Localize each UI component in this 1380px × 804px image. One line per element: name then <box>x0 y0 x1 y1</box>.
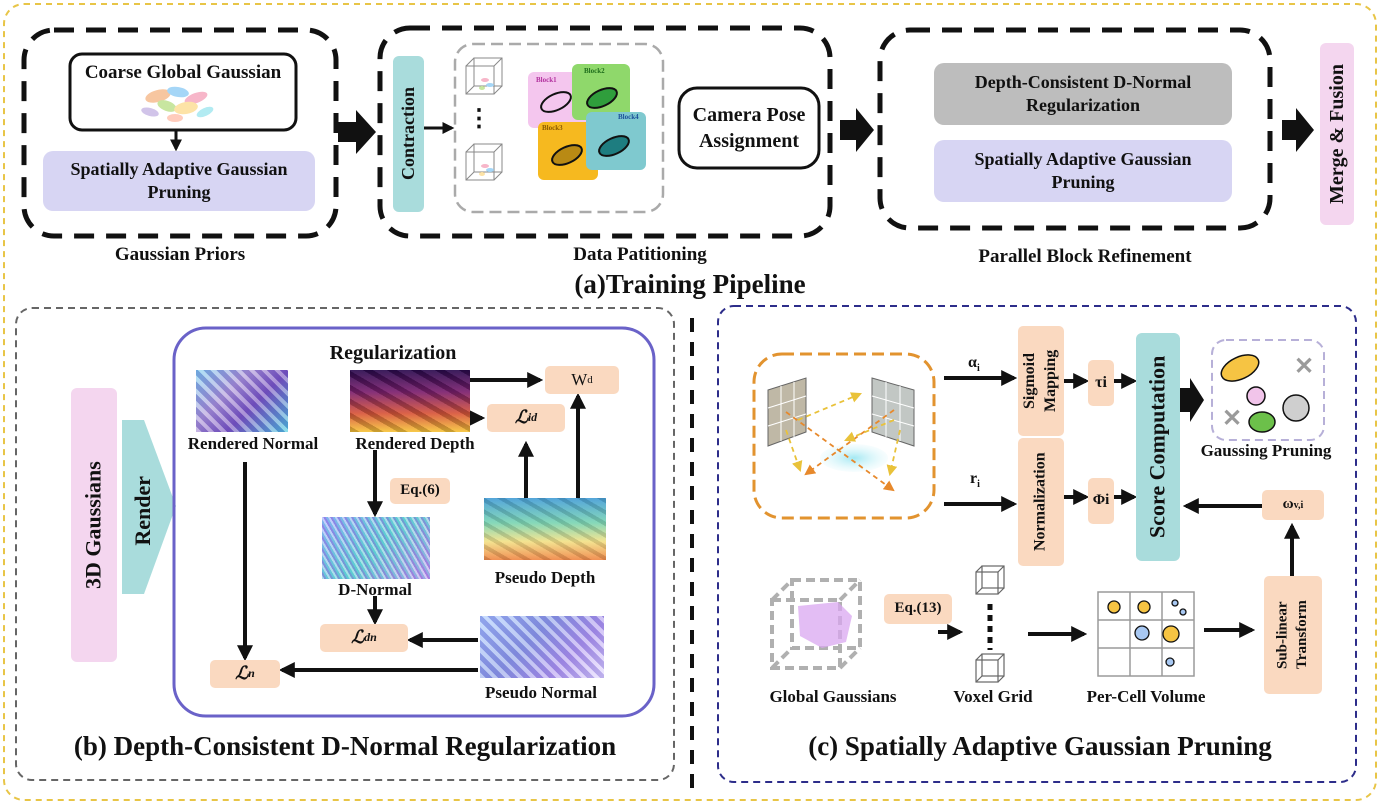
arrow-score-to-pruning <box>1180 378 1204 422</box>
alpha-subscript: i <box>976 363 980 375</box>
parallel-refine-caption: Parallel Block Refinement <box>978 246 1192 267</box>
r-symbol: r <box>970 470 978 487</box>
normalization-box: Normalization <box>1018 438 1064 566</box>
loss-n-subscript: n <box>248 666 255 681</box>
loss-id-symbol: ℒ <box>514 407 528 428</box>
omega-subscript: v,i <box>1293 499 1304 511</box>
block3-label: Block3 <box>542 124 563 132</box>
camera-view-frame <box>752 352 936 520</box>
rendered-depth-label: Rendered Depth <box>355 434 475 453</box>
svg-text:⋮: ⋮ <box>467 106 491 132</box>
training-pipeline-caption: (a)Training Pipeline <box>574 269 806 299</box>
regularization-frame <box>172 326 656 718</box>
data-partition-frame <box>377 25 833 239</box>
coarse-gaussian-label: Coarse Global Gaussian <box>84 62 282 83</box>
eq6-box: Eq.(6) <box>390 478 450 504</box>
phi-box: Φi <box>1088 478 1114 524</box>
sublinear-transform-box: Sub-linear Transform <box>1264 576 1322 694</box>
score-computation-box: Score Computation <box>1136 333 1180 561</box>
gaussing-pruning-caption: Gaussing Pruning <box>1200 441 1332 460</box>
panel-c-caption: (c) Spatially Adaptive Gaussian Pruning <box>808 731 1272 761</box>
data-partition-caption: Data Patitioning <box>573 244 707 265</box>
r-label: ri <box>970 470 980 490</box>
wd-symbol: W <box>571 369 588 389</box>
camera-image-right <box>871 377 915 447</box>
pseudo-normal-label: Pseudo Normal <box>485 683 597 702</box>
r-subscript: i <box>977 479 980 491</box>
refine-regularization-box: Depth-Consistent D-Normal Regularization <box>934 63 1232 125</box>
gaussian-priors-caption: Gaussian Priors <box>114 244 246 265</box>
regularization-title: Regularization <box>329 342 457 364</box>
block1-square <box>528 72 586 128</box>
render-label: Render <box>130 476 155 546</box>
block2-label: Block2 <box>584 67 605 75</box>
panel-b-caption: (b) Depth-Consistent D-Normal Regulariza… <box>73 731 617 761</box>
svg-text:✕: ✕ <box>1294 354 1314 380</box>
contraction-box: Contraction <box>393 56 424 212</box>
cube-bottom-blobs <box>479 164 494 176</box>
loss-dn-symbol: ℒ <box>351 627 365 648</box>
panel-c-frame <box>717 305 1357 783</box>
per-cell-volumes <box>1107 599 1187 667</box>
merge-fusion-box: Merge & Fusion <box>1320 43 1354 225</box>
alpha-label: αi <box>968 354 980 374</box>
rendered-depth-image <box>350 370 470 432</box>
block4-label: Block4 <box>618 113 639 121</box>
tau-box: τi <box>1088 360 1114 406</box>
voxel-grid-label: Voxel Grid <box>953 687 1033 706</box>
global-gaussians-label: Global Gaussians <box>769 687 897 706</box>
outer-frame <box>3 3 1377 801</box>
arrow-priors-to-partition <box>338 110 376 154</box>
loss-dn-subscript: dn <box>364 630 377 645</box>
refine-pruning-box: Spatially Adaptive Gaussian Pruning <box>934 140 1232 202</box>
pseudo-normal-image <box>480 616 604 678</box>
eq13-box: Eq.(13) <box>884 594 952 624</box>
per-cell-volume-label: Per-Cell Volume <box>1086 687 1206 706</box>
wd-subscript: d <box>587 373 593 386</box>
block1-label: Block1 <box>536 76 557 84</box>
pseudo-depth-image <box>484 498 606 560</box>
cube-top-icon <box>465 57 503 95</box>
cube-top-blobs <box>479 78 494 90</box>
omega-symbol: ω <box>1282 496 1294 513</box>
gaussian-priors-frame <box>21 27 339 239</box>
priors-pruning-box: Spatially Adaptive Gaussian Pruning <box>43 151 315 211</box>
global-gaussians-points <box>798 602 852 648</box>
arrow-refine-to-merge <box>1282 108 1314 152</box>
cube-bottom-icon <box>465 143 503 181</box>
rendered-normal-image <box>196 370 288 432</box>
rendered-normal-label: Rendered Normal <box>187 434 319 453</box>
svg-text:✕: ✕ <box>1222 406 1242 432</box>
gaussian-glow <box>820 444 888 472</box>
camera-pose-box <box>677 86 821 170</box>
voxel-grid-icon <box>975 565 1005 683</box>
d-normal-label: D-Normal <box>338 580 412 599</box>
alpha-symbol: α <box>968 354 977 371</box>
d-normal-image <box>322 517 430 579</box>
render-chevron <box>122 420 176 594</box>
3d-gaussians-box: 3D Gaussians <box>71 388 117 662</box>
loss-id-subscript: id <box>527 410 538 425</box>
sigmoid-mapping-box: Sigmoid Mapping <box>1018 326 1064 436</box>
arrow-partition-to-refine <box>840 108 874 152</box>
camera-pose-label: Camera Pose Assignment <box>692 104 806 152</box>
loss-n-symbol: ℒ <box>235 663 249 684</box>
panel-b-frame <box>15 307 675 781</box>
coarse-gaussian-blobs <box>141 86 214 122</box>
pruning-illustration-frame <box>1211 339 1325 441</box>
per-cell-grid <box>1097 591 1195 677</box>
pseudo-depth-label: Pseudo Depth <box>494 568 596 587</box>
parallel-refine-frame <box>877 27 1273 231</box>
